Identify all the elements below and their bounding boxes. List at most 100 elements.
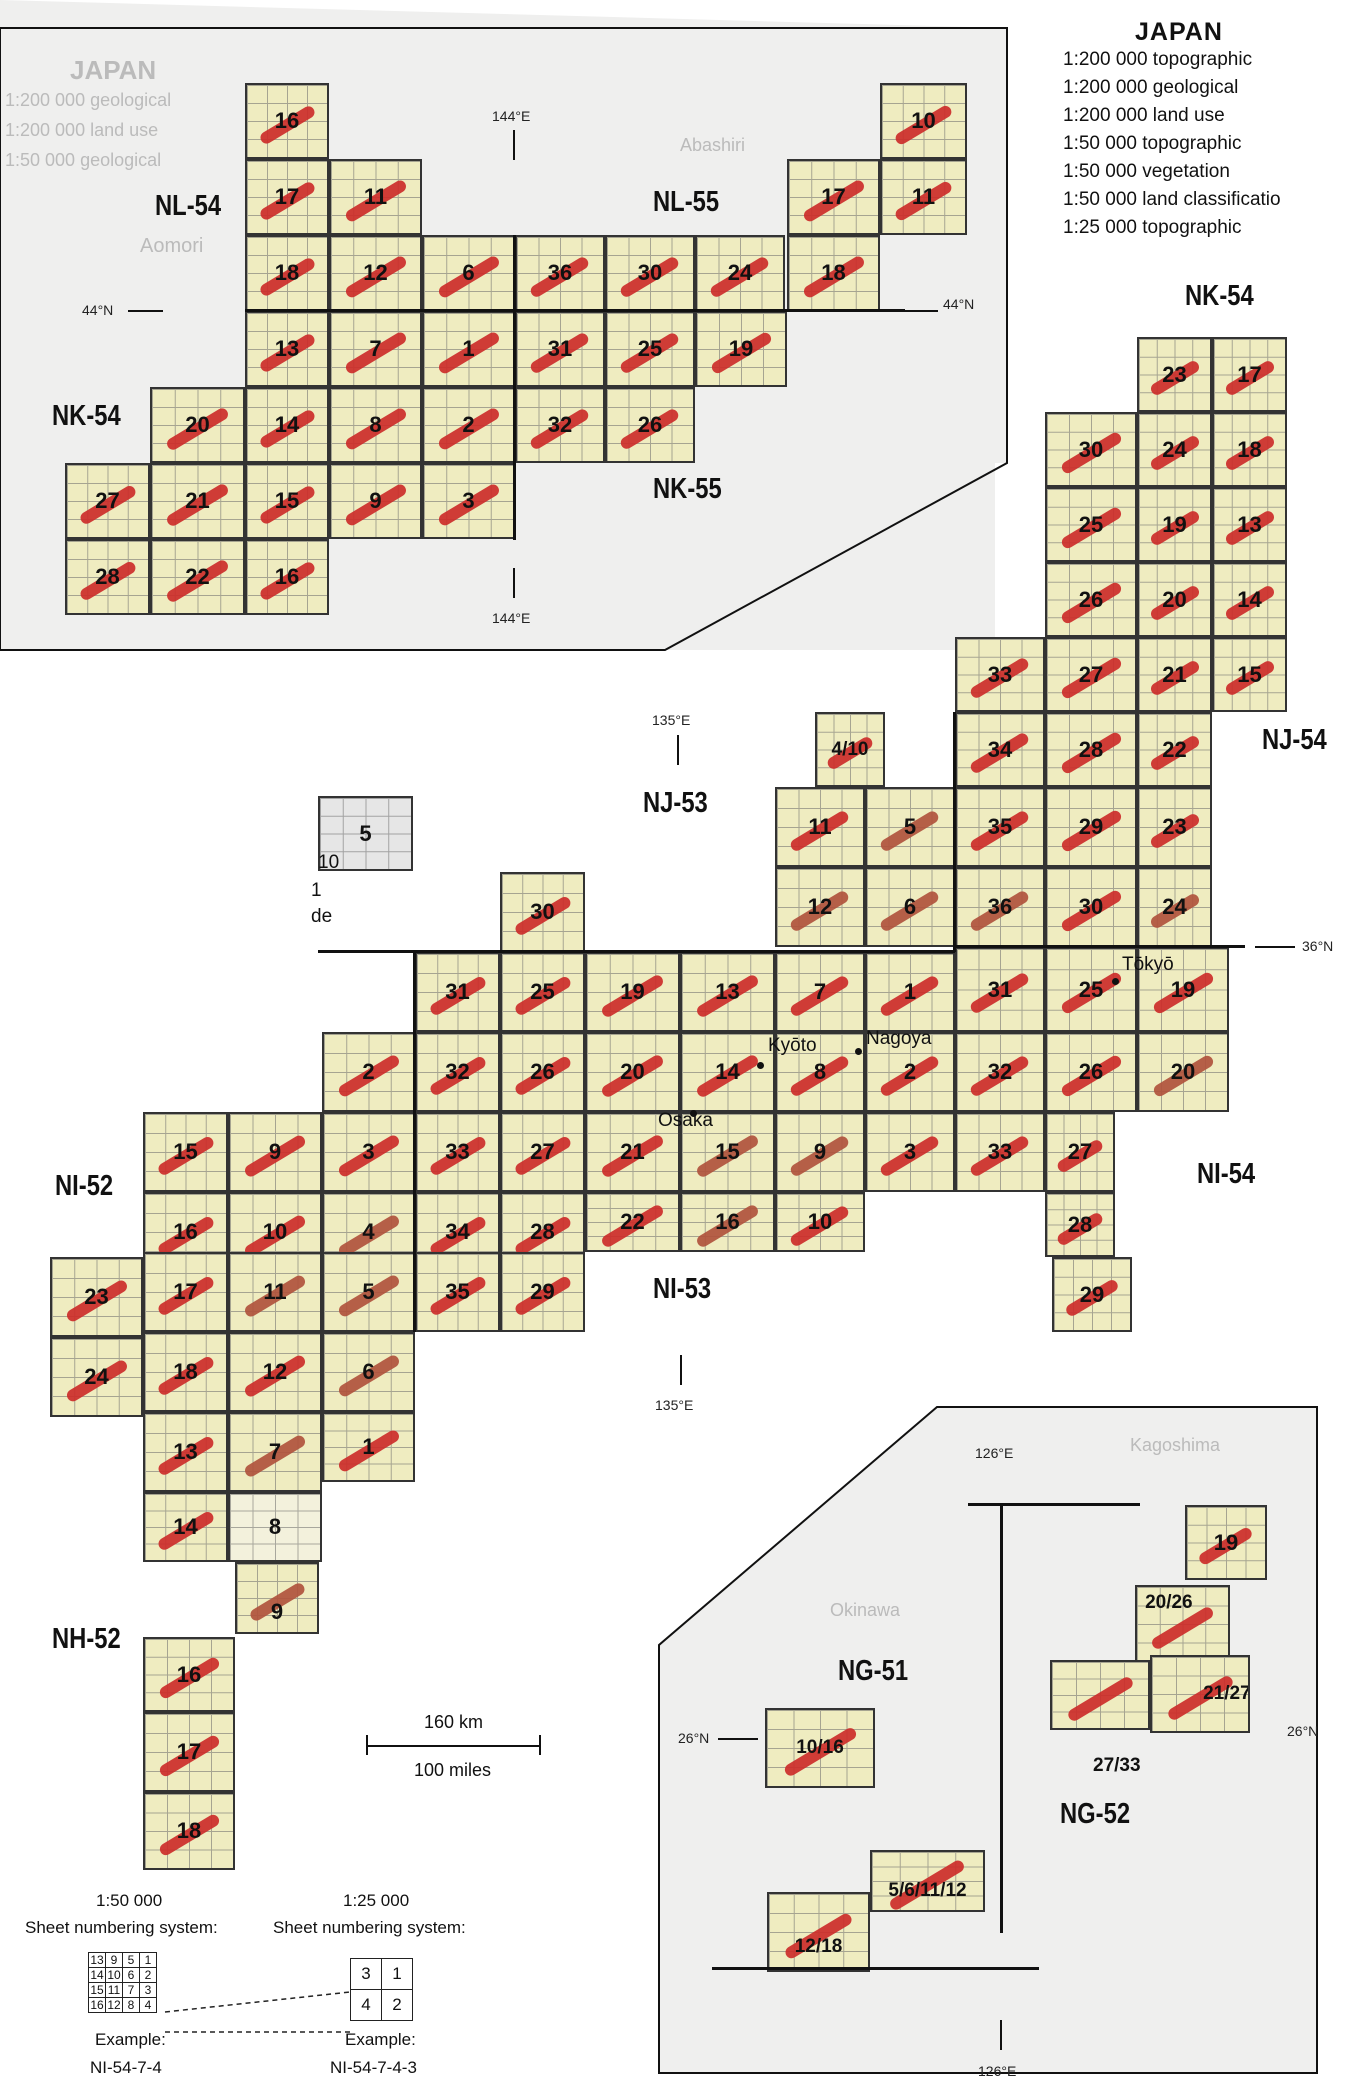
map-sheet[interactable]: 5/6/11/12 [870, 1850, 985, 1912]
map-sheet[interactable]: 15 [143, 1112, 228, 1192]
map-sheet[interactable]: 4/10 [815, 712, 885, 787]
map-sheet[interactable]: 16 [245, 539, 329, 615]
map-sheet[interactable]: 35 [955, 787, 1045, 867]
map-sheet[interactable]: 13 [245, 311, 329, 387]
map-sheet[interactable]: 3 [322, 1112, 415, 1192]
map-sheet[interactable]: 23 [1137, 787, 1212, 867]
map-sheet[interactable]: 25 [1045, 947, 1137, 1032]
map-sheet[interactable]: 10 [775, 1192, 865, 1252]
map-sheet[interactable]: 16 [245, 83, 329, 159]
map-sheet[interactable]: 33 [955, 1112, 1045, 1192]
map-sheet[interactable]: 24 [50, 1337, 143, 1417]
map-sheet[interactable]: 7 [775, 952, 865, 1032]
map-sheet[interactable]: 3 [422, 463, 515, 539]
map-sheet[interactable]: 19 [1185, 1505, 1267, 1580]
map-sheet[interactable]: 1 [322, 1412, 415, 1482]
map-sheet[interactable]: 9 [775, 1112, 865, 1192]
map-sheet[interactable]: 18 [143, 1332, 228, 1412]
map-sheet[interactable]: 12 [329, 235, 422, 311]
map-sheet[interactable]: 17 [787, 159, 880, 235]
map-sheet[interactable]: 26 [1045, 562, 1137, 637]
map-sheet[interactable]: 7 [329, 311, 422, 387]
map-sheet[interactable]: 9 [329, 463, 422, 539]
map-sheet[interactable]: 26 [605, 387, 695, 463]
map-sheet[interactable]: 21/27 [1150, 1655, 1250, 1733]
map-sheet[interactable]: 22 [150, 539, 245, 615]
map-sheet[interactable]: 23 [50, 1257, 143, 1337]
map-sheet[interactable]: 33 [415, 1112, 500, 1192]
map-sheet[interactable]: 15 [245, 463, 329, 539]
map-sheet[interactable] [1050, 1660, 1150, 1730]
map-sheet[interactable]: 31 [515, 311, 605, 387]
map-sheet[interactable]: 20 [150, 387, 245, 463]
map-sheet[interactable]: 5 [322, 1252, 415, 1332]
map-sheet[interactable]: 15 [1212, 637, 1287, 712]
map-sheet[interactable]: 31 [415, 952, 500, 1032]
map-sheet[interactable]: 6 [422, 235, 515, 311]
map-sheet[interactable]: 20 [1137, 1032, 1229, 1112]
map-sheet[interactable]: 19 [1137, 947, 1229, 1032]
map-sheet[interactable]: 27 [500, 1112, 585, 1192]
map-sheet[interactable]: 14 [143, 1492, 228, 1562]
map-sheet[interactable]: 9 [235, 1562, 319, 1634]
map-sheet[interactable]: 13 [680, 952, 775, 1032]
map-sheet[interactable]: 15 [680, 1112, 775, 1192]
map-sheet[interactable]: 36 [515, 235, 605, 311]
map-sheet[interactable]: 14 [1212, 562, 1287, 637]
map-sheet[interactable]: 19 [1137, 487, 1212, 562]
map-sheet[interactable]: 31 [955, 947, 1045, 1032]
map-sheet[interactable]: 29 [1045, 787, 1137, 867]
map-sheet[interactable]: 26 [1045, 1032, 1137, 1112]
map-sheet[interactable]: 30 [605, 235, 695, 311]
map-sheet[interactable]: 14 [680, 1032, 775, 1112]
map-sheet[interactable]: 8 [775, 1032, 865, 1112]
map-sheet[interactable]: 8 [228, 1492, 322, 1562]
map-sheet[interactable]: 3 [865, 1112, 955, 1192]
map-sheet[interactable]: 25 [605, 311, 695, 387]
map-sheet[interactable]: 1 [865, 952, 955, 1032]
map-sheet[interactable]: 11 [329, 159, 422, 235]
map-sheet[interactable]: 11 [775, 787, 865, 867]
map-sheet[interactable]: 27 [65, 463, 150, 539]
map-sheet[interactable]: 21 [150, 463, 245, 539]
map-sheet[interactable]: 27 [1045, 637, 1137, 712]
map-sheet[interactable]: 19 [695, 311, 787, 387]
map-sheet[interactable]: 5 [865, 787, 955, 867]
map-sheet[interactable]: 25 [500, 952, 585, 1032]
map-sheet[interactable]: 24 [1137, 867, 1212, 947]
map-sheet[interactable]: 11 [228, 1252, 322, 1332]
map-sheet[interactable]: 29 [500, 1252, 585, 1332]
map-sheet[interactable]: 32 [515, 387, 605, 463]
map-sheet[interactable]: 9 [228, 1112, 322, 1192]
map-sheet[interactable]: 12/18 [767, 1892, 870, 1972]
map-sheet[interactable]: 30 [500, 872, 585, 952]
map-sheet[interactable]: 35 [415, 1252, 500, 1332]
map-sheet[interactable]: 28 [65, 539, 150, 615]
map-sheet[interactable]: 20 [1137, 562, 1212, 637]
map-sheet[interactable]: 10/16 [765, 1708, 875, 1788]
map-sheet[interactable]: 24 [1137, 412, 1212, 487]
map-sheet[interactable]: 6 [322, 1332, 415, 1412]
map-sheet[interactable]: 17 [245, 159, 329, 235]
map-sheet[interactable]: 16 [143, 1637, 235, 1712]
map-sheet[interactable]: 36 [955, 867, 1045, 947]
map-sheet[interactable]: 32 [955, 1032, 1045, 1112]
map-sheet[interactable]: 17 [143, 1252, 228, 1332]
map-sheet[interactable]: 18 [143, 1792, 235, 1870]
map-sheet[interactable]: 21 [585, 1112, 680, 1192]
map-sheet[interactable]: 2 [322, 1032, 415, 1112]
map-sheet[interactable]: 30 [1045, 412, 1137, 487]
map-sheet[interactable]: 27 [1045, 1112, 1115, 1192]
map-sheet[interactable]: 33 [955, 637, 1045, 712]
map-sheet[interactable]: 13 [1212, 487, 1287, 562]
map-sheet[interactable]: 12 [775, 867, 865, 947]
map-sheet[interactable]: 1 [422, 311, 515, 387]
map-sheet[interactable]: 16 [680, 1192, 775, 1252]
map-sheet[interactable]: 25 [1045, 487, 1137, 562]
map-sheet[interactable]: 2 [422, 387, 515, 463]
map-sheet[interactable]: 18 [787, 235, 880, 311]
map-sheet[interactable]: 24 [695, 235, 785, 311]
map-sheet[interactable]: 23 [1137, 337, 1212, 412]
map-sheet[interactable]: 20/26 [1135, 1585, 1230, 1663]
map-sheet[interactable]: 21 [1137, 637, 1212, 712]
